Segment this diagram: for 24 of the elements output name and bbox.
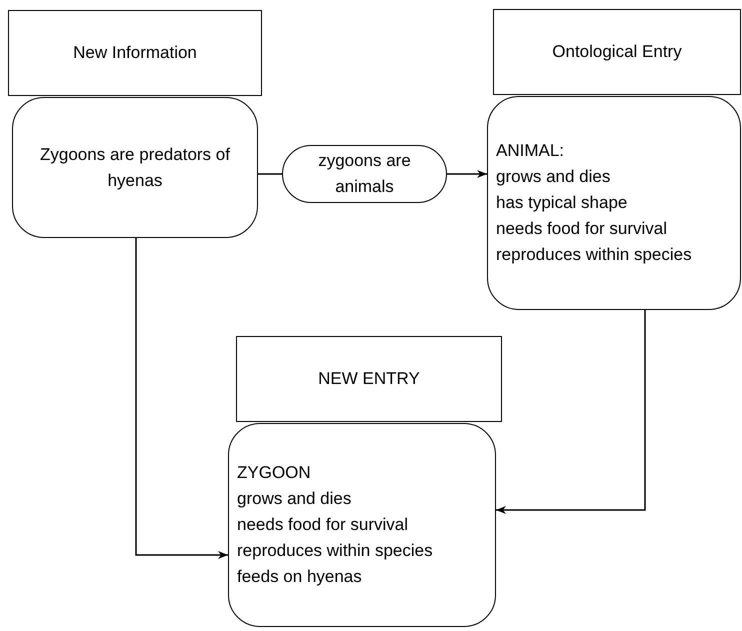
rounded-box: [228, 423, 496, 627]
node-text: ZYGOON: [237, 462, 311, 484]
header-box: [8, 10, 262, 96]
node-text: zygoons are animals: [317, 150, 412, 198]
node-text: grows and dies: [496, 166, 610, 188]
node-text: NEW ENTRY: [318, 368, 420, 390]
node-text: grows and dies: [237, 488, 352, 510]
node-text: needs food for survival: [237, 514, 408, 536]
node-text: reproduces within species: [237, 540, 433, 562]
node-text: has typical shape: [496, 192, 628, 214]
connector-arrow: [496, 310, 646, 514]
node-text: Zygoons are predators of hyenas: [39, 144, 231, 192]
rounded-box: [12, 97, 258, 238]
connector-arrow: [447, 170, 487, 178]
node-text: ANIMAL:: [496, 140, 564, 162]
header-box: [236, 336, 502, 422]
node-text: New Information: [73, 42, 197, 64]
header-box: [493, 9, 741, 95]
rounded-box: [487, 96, 741, 310]
node-text: Ontological Entry: [552, 41, 682, 63]
connector-arrow: [135, 238, 228, 559]
node-text: reproduces within species: [496, 244, 692, 266]
node-text: needs food for survival: [496, 218, 668, 240]
node-text: feeds on hyenas: [237, 566, 362, 588]
